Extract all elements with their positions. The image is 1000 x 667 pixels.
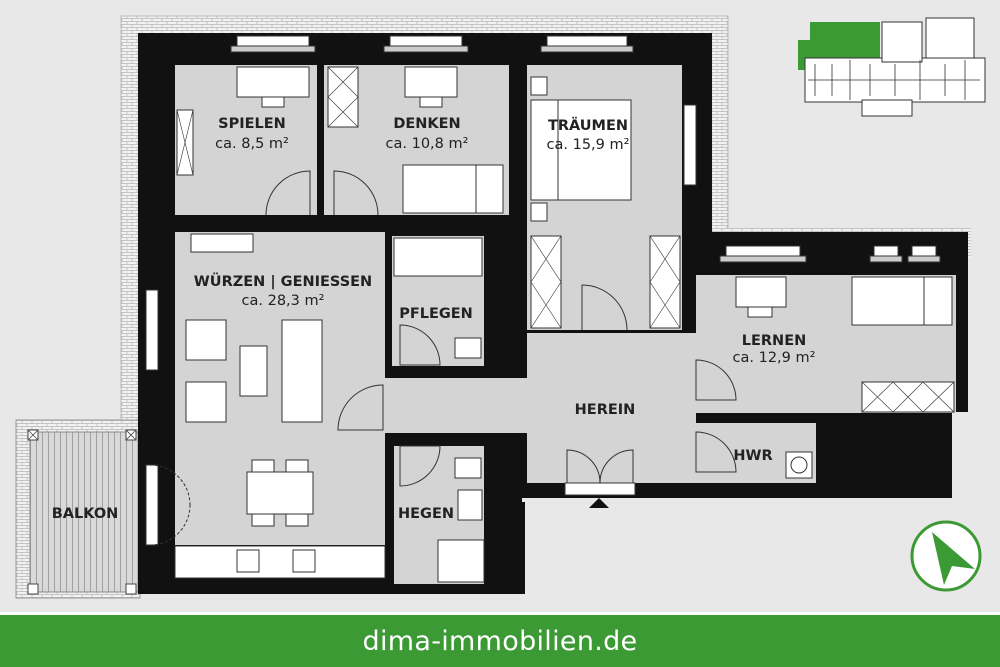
room-denken-area: ca. 10,8 m² xyxy=(386,136,469,152)
furniture xyxy=(174,66,955,583)
room-wuerzen-name: WÜRZEN | GENIESSEN xyxy=(194,272,372,290)
room-pflegen-name: PFLEGEN xyxy=(399,306,473,322)
room-labels: SPIELEN ca. 8,5 m² DENKEN ca. 10,8 m² TR… xyxy=(52,116,816,522)
room-wuerzen-floor xyxy=(175,232,385,545)
room-traeumen-area: ca. 15,9 m² xyxy=(547,137,630,153)
room-herein-floor xyxy=(385,333,696,483)
room-wuerzen-area: ca. 28,3 m² xyxy=(242,293,325,309)
north-arrow-icon xyxy=(910,520,982,592)
room-herein-name: HEREIN xyxy=(575,402,636,418)
website-link[interactable]: dima-immobilien.de xyxy=(362,625,638,657)
room-spielen-area: ca. 8,5 m² xyxy=(215,136,289,152)
room-hegen-name: HEGEN xyxy=(398,506,454,522)
balcony-name: BALKON xyxy=(52,506,119,522)
room-spielen-name: SPIELEN xyxy=(218,116,286,132)
entrance-triangle-icon xyxy=(564,482,636,508)
room-hwr-name: HWR xyxy=(733,448,772,464)
key-plan-map xyxy=(798,17,986,117)
room-lernen-name: LERNEN xyxy=(742,333,807,349)
footer-banner: dima-immobilien.de xyxy=(0,612,1000,667)
room-lernen-area: ca. 12,9 m² xyxy=(733,350,816,366)
doors xyxy=(149,170,737,546)
room-traeumen-name: TRÄUMEN xyxy=(548,117,628,134)
floor-plan: SPIELEN ca. 8,5 m² DENKEN ca. 10,8 m² TR… xyxy=(15,15,986,599)
room-denken-name: DENKEN xyxy=(393,116,460,132)
balcony xyxy=(15,419,141,599)
